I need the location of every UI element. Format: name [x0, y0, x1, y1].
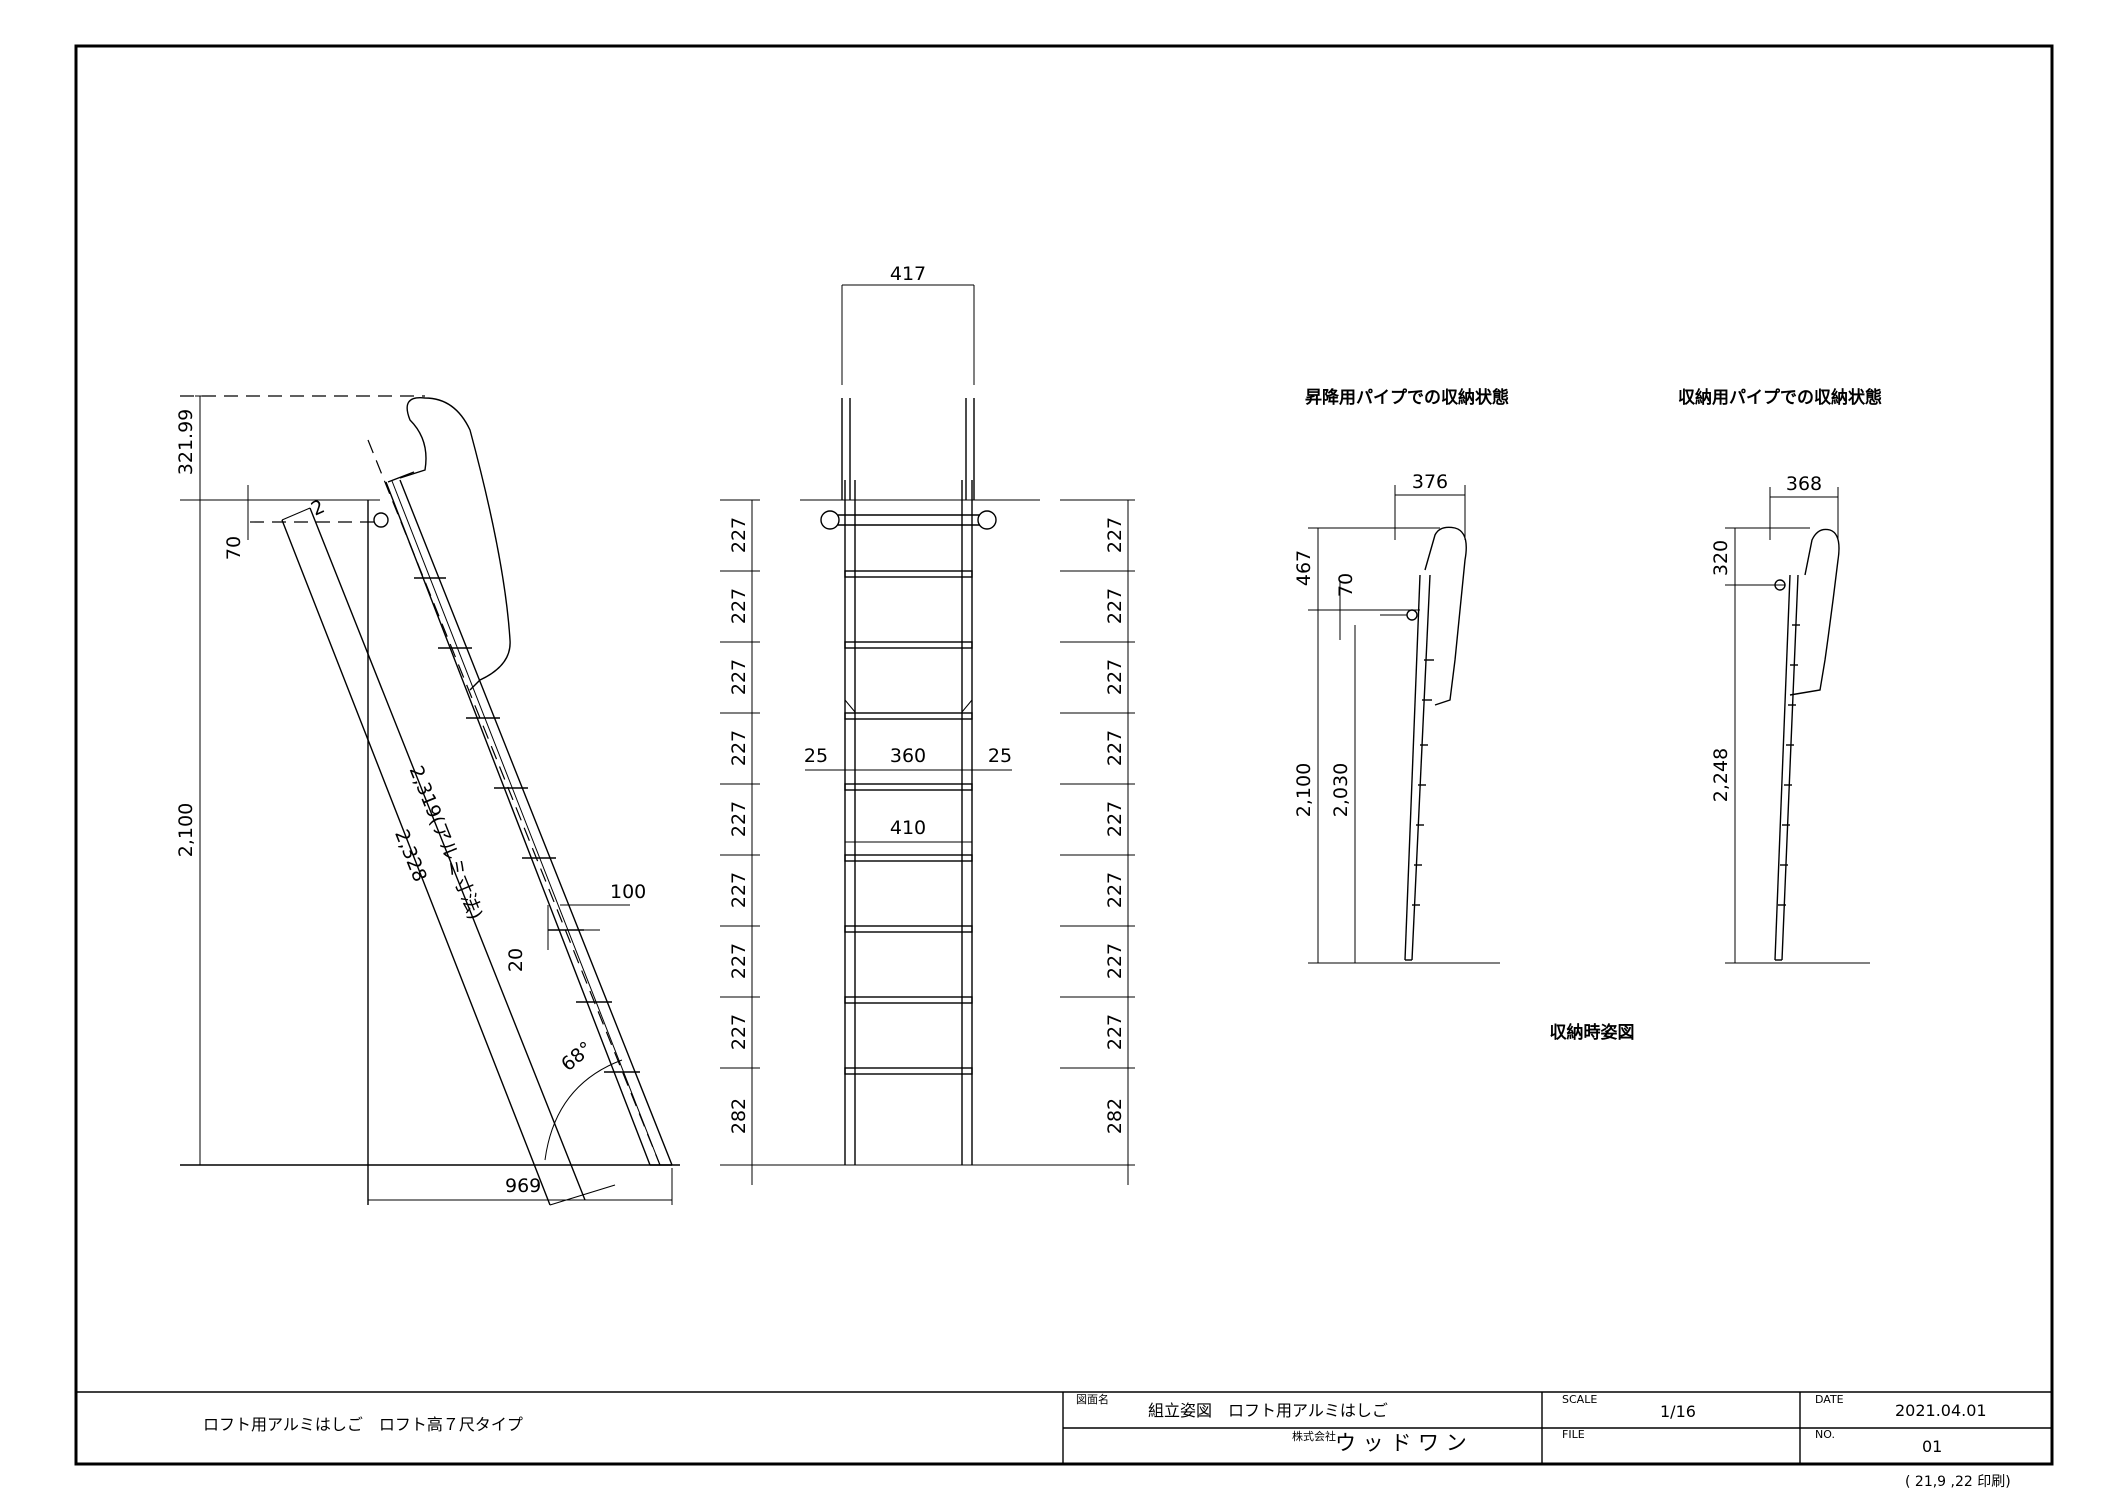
pitch-label: 227: [1104, 1014, 1126, 1050]
dim-angle: 68°: [557, 1037, 597, 1076]
dim-left-pad: 25: [804, 745, 828, 767]
date-label: DATE: [1815, 1393, 1844, 1406]
pitch-label: 227: [728, 588, 750, 624]
pitch-label: 227: [1104, 659, 1126, 695]
pitch-label: 227: [1104, 588, 1126, 624]
stored-ladder-right: 368 320 2,248: [1710, 473, 1870, 964]
dim-outer-width: 410: [890, 817, 926, 839]
stored-left-seventy: 70: [1335, 573, 1357, 597]
stored-ladder-left: 376 467 70 2,100 2,030: [1293, 471, 1500, 964]
pitch-label: 227: [1104, 943, 1126, 979]
stored-left-width: 376: [1412, 471, 1448, 493]
print-note: ( 21,9 ,22 印刷): [1905, 1474, 2011, 1490]
scale-label: SCALE: [1562, 1393, 1597, 1406]
pitch-labels-right: 227 227 227 227 227 227 227 227 282: [1104, 517, 1126, 1134]
pitch-label: 227: [728, 659, 750, 695]
dim-step-thickness: 20: [505, 948, 527, 972]
dim-height: 2,100: [175, 803, 197, 857]
pitch-label: 227: [1104, 801, 1126, 837]
pitch-label: 227: [1104, 517, 1126, 553]
pitch-label: 227: [728, 1014, 750, 1050]
file-label: FILE: [1562, 1428, 1585, 1441]
stored-left-top: 467: [1293, 550, 1315, 586]
dim-inner-width: 360: [890, 745, 926, 767]
stored-right-top: 320: [1710, 540, 1732, 576]
pitch-label: 227: [1104, 730, 1126, 766]
side-view: 321.99 70 2,100 2,319(アルミ寸法) 2,328 100 2…: [175, 395, 680, 1206]
drawing-name: 組立姿図 ロフト用アルミはしご: [1148, 1401, 1388, 1420]
pitch-labels-left: 227 227 227 227 227 227 227 227 282: [728, 517, 750, 1134]
dim-small: 2: [308, 495, 328, 520]
scale-value: 1/16: [1660, 1402, 1696, 1421]
stored-title-left: 昇降用パイプでの収納状態: [1305, 387, 1509, 408]
drawing-name-label: 図面名: [1076, 1392, 1109, 1406]
number-label: NO.: [1815, 1428, 1835, 1441]
stored-views: 昇降用パイプでの収納状態 収納用パイプでの収納状態 収納時姿図: [1293, 387, 1882, 1043]
dim-step-depth: 100: [610, 881, 646, 903]
dim-diagonal-total: 2,328: [390, 826, 431, 885]
drawing-frame: [74, 44, 2054, 1466]
pitch-label: 227: [728, 730, 750, 766]
title-block: ロフト用アルミはしご ロフト高７尺タイプ 図面名 組立姿図 ロフト用アルミはしご…: [76, 1391, 2052, 1490]
drawing-description: ロフト用アルミはしご ロフト高７尺タイプ: [203, 1415, 523, 1434]
pitch-label: 282: [1104, 1098, 1126, 1134]
pitch-label: 227: [1104, 872, 1126, 908]
dim-seventy: 70: [223, 536, 245, 560]
company-prefix: 株式会社: [1292, 1429, 1336, 1443]
stored-right-total: 2,248: [1710, 748, 1732, 802]
dim-right-pad: 25: [988, 745, 1012, 767]
dim-top-offset: 321.99: [175, 409, 197, 475]
stored-title-right: 収納用パイプでの収納状態: [1678, 387, 1882, 408]
stored-caption: 収納時姿図: [1550, 1022, 1635, 1043]
pitch-label: 282: [728, 1098, 750, 1134]
pitch-label: 227: [728, 517, 750, 553]
dim-base: 969: [505, 1175, 541, 1197]
pitch-label: 227: [728, 872, 750, 908]
pitch-label: 227: [728, 943, 750, 979]
date-value: 2021.04.01: [1895, 1401, 1987, 1420]
stored-right-width: 368: [1786, 473, 1822, 495]
company-name: ウ ッ ド ワ ン: [1335, 1431, 1467, 1455]
stored-left-total: 2,100: [1293, 763, 1315, 817]
pitch-label: 227: [728, 801, 750, 837]
stored-left-inner: 2,030: [1330, 763, 1352, 817]
dim-top-width: 417: [890, 263, 926, 285]
front-view: 417 25 360 25 410 227 227 227 227 227 22…: [720, 263, 1135, 1185]
number-value: 01: [1922, 1437, 1942, 1456]
